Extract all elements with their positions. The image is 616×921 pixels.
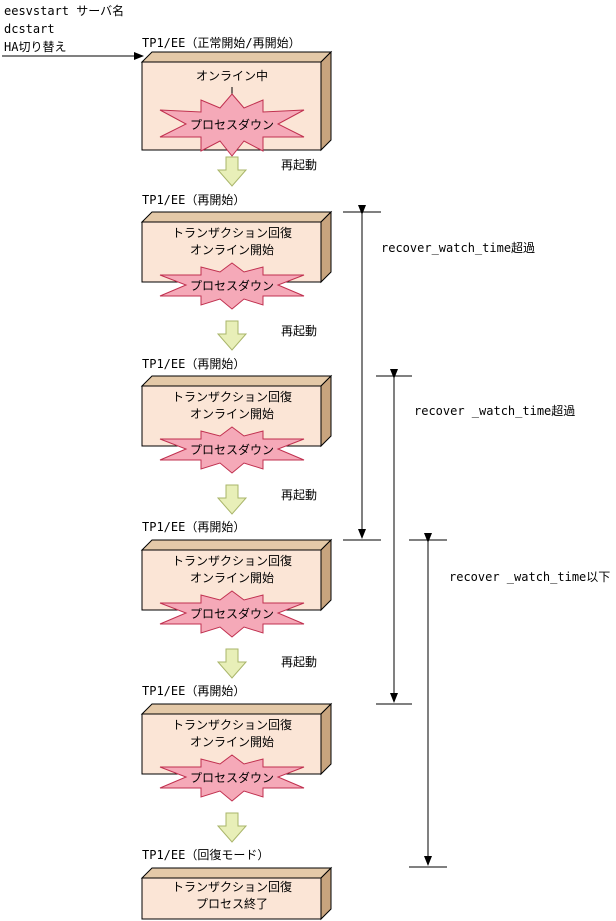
recovery-line2: オンライン開始 [189, 735, 275, 749]
recovery-line1: トランザクション回復 [171, 554, 293, 568]
final-box [140, 866, 333, 921]
state-label-restart: TP1/EE（再開始） [142, 684, 246, 698]
state-label-recovery-mode: TP1/EE（回復モード） [142, 848, 270, 862]
recovery-line2: オンライン開始 [189, 407, 275, 421]
interval-label-2: recover _watch_time超過 [414, 404, 576, 418]
process-down-burst [159, 754, 305, 802]
state-label-initial: TP1/EE（正常開始/再開始） [142, 36, 301, 50]
restart-arrow [216, 156, 248, 187]
online-label: オンライン中 [195, 69, 269, 83]
state-label-restart: TP1/EE（再開始） [142, 357, 246, 371]
interval-bracket-2 [376, 369, 412, 705]
recovery-box [140, 702, 333, 776]
restart-label: 再起動 [281, 158, 318, 172]
state-label-restart: TP1/EE（再開始） [142, 520, 246, 534]
interval-bracket-1 [343, 205, 381, 541]
state-label-restart: TP1/EE（再開始） [142, 193, 246, 207]
restart-label: 再起動 [281, 488, 318, 502]
command-dcstart: dcstart [4, 22, 55, 36]
process-down-label: プロセスダウン [189, 279, 275, 293]
process-down-burst [159, 262, 305, 310]
process-down-label: プロセスダウン [189, 607, 275, 621]
recovery-line1: トランザクション回復 [171, 390, 293, 404]
process-down-burst [159, 93, 305, 157]
process-down-label: プロセスダウン [189, 118, 275, 132]
final-line1: トランザクション回復 [171, 880, 293, 894]
restart-arrow [216, 812, 248, 843]
restart-arrow [216, 484, 248, 515]
command-eesvstart: eesvstart サーバ名 [4, 4, 125, 18]
recovery-line1: トランザクション回復 [171, 226, 293, 240]
recovery-line2: オンライン開始 [189, 243, 275, 257]
final-line2: プロセス終了 [195, 897, 269, 911]
command-ha-switch: HA切り替え [4, 40, 67, 54]
restart-arrow [216, 648, 248, 679]
process-down-burst [159, 590, 305, 638]
restart-label: 再起動 [281, 655, 318, 669]
recovery-line1: トランザクション回復 [171, 718, 293, 732]
process-down-label: プロセスダウン [189, 443, 275, 457]
interval-label-1: recover_watch_time超過 [381, 241, 536, 255]
process-down-burst [159, 426, 305, 474]
process-down-label: プロセスダウン [189, 771, 275, 785]
restart-label: 再起動 [281, 324, 318, 338]
interval-label-3: recover _watch_time以下 [449, 570, 611, 584]
recovery-line2: オンライン開始 [189, 571, 275, 585]
interval-bracket-3 [409, 533, 447, 868]
restart-arrow [216, 320, 248, 351]
